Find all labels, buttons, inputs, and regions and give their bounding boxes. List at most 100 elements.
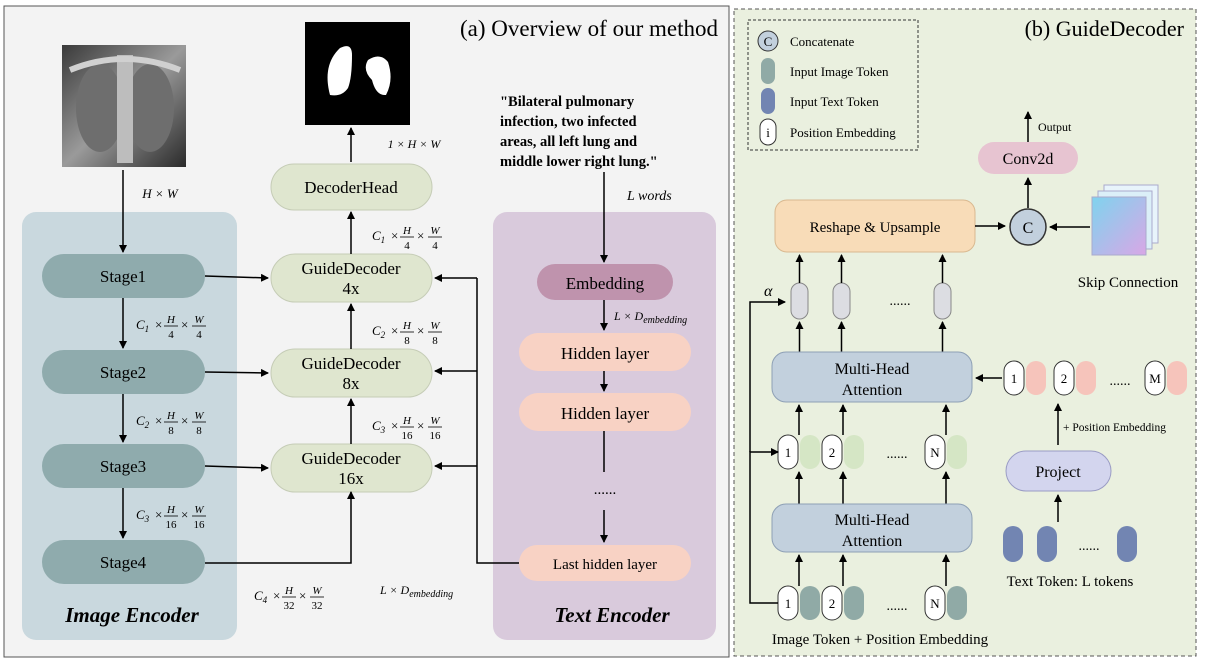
raw-text-token-3 — [1117, 526, 1137, 562]
stage4-dim: C4×H32×W32 — [254, 585, 324, 612]
arrow-stage3-decoder — [204, 463, 269, 472]
bot-pos-index-3: N — [930, 596, 940, 611]
decoder-dim-1-c: C1 — [372, 228, 385, 245]
decoder-dim-1-num2: W — [430, 225, 440, 237]
decoder-dim-2-times2: × — [417, 323, 424, 338]
mha-top-line1: Multi-Head — [835, 361, 910, 378]
legend-position-icon — [759, 118, 777, 146]
stage-dim-3-times1: × — [155, 507, 162, 522]
report-text: "Bilateral pulmonary infection, two infe… — [500, 94, 658, 170]
hidden-layer-2-label: Hidden layer — [561, 404, 650, 423]
mid-pos-index-3: N — [930, 445, 940, 460]
last-hidden-layer — [519, 545, 691, 581]
arrow-stage2-decoder — [204, 368, 269, 377]
legend-image-token-icon — [761, 58, 775, 84]
decoder-dim-3: C3×H16×W16 — [372, 415, 442, 442]
decoder-dim-1-times2: × — [417, 228, 424, 243]
output-size-label: 1 × H × W — [388, 137, 442, 151]
decoder-dim-3-c: C3 — [372, 418, 386, 435]
bot-image-token-2 — [844, 586, 864, 620]
decoder-dim-1: C1×H4×W4 — [372, 225, 442, 252]
stage4-dim-times2: × — [299, 588, 306, 603]
text-pos-embed-1 — [1003, 360, 1025, 396]
l-words-label: L words — [626, 189, 672, 204]
text-feature-token-2 — [1076, 361, 1096, 395]
stage-1 — [42, 254, 205, 298]
input-size-label: H × W — [141, 186, 179, 201]
text-pos-index-3: M — [1149, 371, 1161, 386]
stage-dim-1: C1×H4×W4 — [136, 314, 206, 341]
text-pos-embed-2 — [1053, 360, 1075, 396]
skip-connection-label: Skip Connection — [1078, 275, 1179, 291]
conv2d-block — [978, 142, 1078, 174]
stage-dim-1-num2: W — [194, 314, 204, 326]
residual-bottom — [749, 448, 779, 604]
text-feature-token-1 — [1026, 361, 1046, 395]
mask-image — [305, 22, 410, 125]
legend-concatenate: Concatenate — [790, 34, 854, 49]
image-encoder-label: Image Encoder — [64, 603, 199, 627]
stage-dim-3-den: 16 — [166, 519, 178, 531]
guide-decoder-1-line1: GuideDecoder — [301, 259, 400, 278]
stage-4 — [42, 540, 205, 584]
raw-text-dots: ...... — [1079, 539, 1100, 554]
decoder-dim-3-den2: 16 — [430, 430, 442, 442]
stage-4-label: Stage4 — [100, 553, 147, 572]
stage-dim-2-times2: × — [181, 413, 188, 428]
plus-position-label: + Position Embedding — [1063, 422, 1166, 434]
text-encoder-ellipsis: ...... — [594, 482, 617, 498]
text-feature-line — [476, 278, 519, 564]
decoder-head — [270, 163, 433, 211]
stage-dim-3-num2: W — [194, 504, 204, 516]
mid-feature-token-2 — [844, 435, 864, 469]
legend-concat-icon — [757, 30, 779, 52]
decoder-dim-3-times1: × — [391, 418, 398, 433]
stage-dim-3-den2: 16 — [194, 519, 206, 531]
conv2d-label: Conv2d — [1003, 151, 1054, 168]
stage-3-label: Stage3 — [100, 457, 146, 476]
xray-image — [62, 45, 186, 167]
mid-tokens-dots: ...... — [887, 447, 908, 462]
mid-feature-token-1 — [800, 435, 820, 469]
project-label: Project — [1035, 464, 1081, 481]
arrow-stage1-decoder — [204, 273, 269, 282]
stage-dim-2-den: 8 — [168, 425, 174, 437]
decoder-dim-2-den: 8 — [404, 335, 410, 347]
stage-dim-2-times1: × — [155, 413, 162, 428]
output-token-2 — [832, 282, 851, 320]
legend-text-token: Input Text Token — [790, 94, 879, 109]
stage-dim-3-num: H — [166, 504, 176, 516]
text-token-caption: Text Token: L tokens — [1007, 574, 1134, 590]
stage-1-label: Stage1 — [100, 267, 146, 286]
embedding-layer — [537, 264, 673, 300]
panel-b-title: (b) GuideDecoder — [1025, 16, 1185, 41]
stage4-dim-times1: × — [273, 588, 280, 603]
legend-text-token-icon — [761, 88, 775, 114]
text-pos-embed-3 — [1144, 360, 1166, 396]
decoder-dim-3-num2: W — [430, 415, 440, 427]
quote-line-1: "Bilateral pulmonary — [500, 94, 635, 110]
guide-decoder-3-line2: 16x — [338, 469, 364, 488]
text-pos-index-1: 1 — [1011, 371, 1018, 386]
stage-2 — [42, 350, 205, 394]
stage-dim-1-c: C1 — [136, 317, 149, 334]
stage-dim-2-num2: W — [194, 410, 204, 422]
stage-dim-3: C3×H16×W16 — [136, 504, 206, 531]
reshape-label: Reshape & Upsample — [810, 220, 941, 236]
output-label: Output — [1038, 120, 1072, 134]
stage-dim-1-num: H — [166, 314, 176, 326]
mha-top-line2: Attention — [842, 382, 902, 399]
stage4-dim-c: C4 — [254, 588, 268, 605]
quote-line-3: areas, all left lung and — [500, 134, 637, 150]
raw-text-token-1 — [1003, 526, 1023, 562]
bot-image-token-3 — [947, 586, 967, 620]
residual-alpha — [749, 298, 786, 452]
decoder-dim-3-num: H — [402, 415, 412, 427]
alpha-label: α — [764, 283, 773, 300]
stage-3 — [42, 444, 205, 488]
stage4-dim-den2: 32 — [312, 600, 323, 612]
bot-image-token-1 — [800, 586, 820, 620]
stage-dim-3-times2: × — [181, 507, 188, 522]
stage-2-label: Stage2 — [100, 363, 146, 382]
